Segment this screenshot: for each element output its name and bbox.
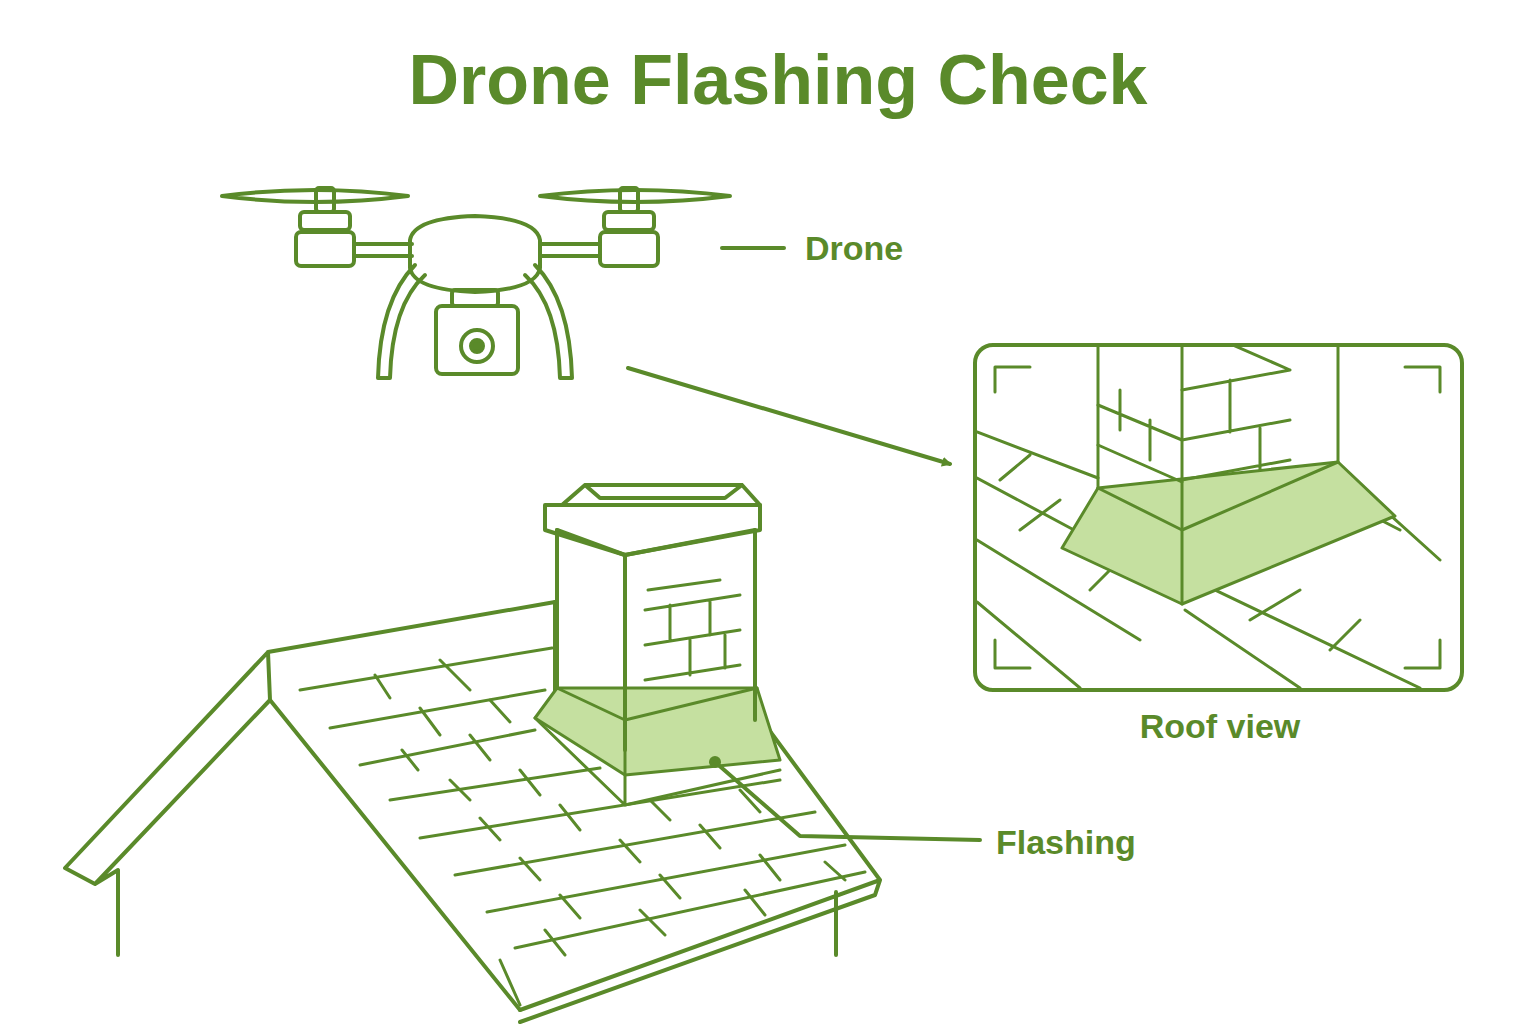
chimney xyxy=(535,485,780,805)
part-label: Roof view xyxy=(1140,708,1301,745)
house-roof xyxy=(65,602,880,1022)
roof-view-panel xyxy=(975,335,1462,690)
part-label: Drone xyxy=(805,230,903,267)
diagram-title: Drone Flashing Check xyxy=(408,42,1147,119)
view-arrow xyxy=(628,368,950,464)
leader-line xyxy=(722,246,784,250)
drone xyxy=(222,188,730,378)
leader-line xyxy=(715,762,980,840)
part-label: Flashing xyxy=(996,824,1136,861)
